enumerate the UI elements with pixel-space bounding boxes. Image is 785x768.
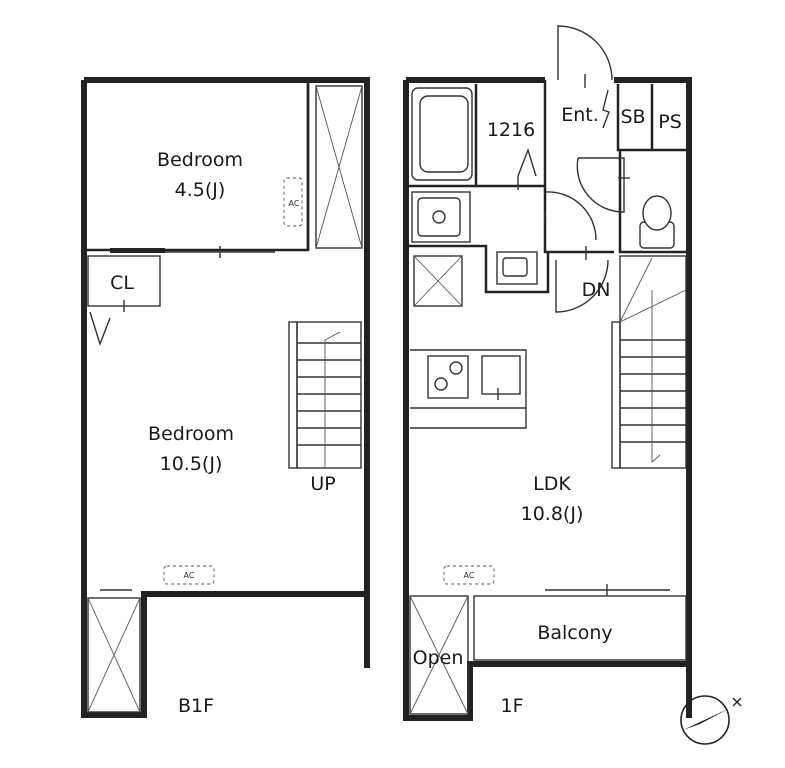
1f-floor — [403, 25, 692, 721]
stair-up-label: UP — [310, 473, 335, 495]
ldk-size: 10.8(J) — [521, 503, 584, 525]
entrance-door-swing — [557, 25, 613, 81]
staircase-b1f — [288, 321, 362, 469]
bedroom-small-name: Bedroom — [157, 149, 243, 171]
sliding-door — [110, 248, 165, 253]
balcony — [473, 595, 687, 661]
b1f-floor — [81, 77, 370, 718]
stove — [427, 355, 469, 399]
void-box — [315, 85, 363, 249]
ac-unit — [283, 177, 303, 227]
balcony-label: Balcony — [537, 622, 612, 644]
void-open-1f — [409, 595, 469, 715]
floor-label-1f: 1F — [500, 695, 523, 717]
ac-label: AC — [184, 571, 195, 580]
bath-unit-label: 1216 — [487, 119, 535, 141]
open-label: Open — [413, 647, 464, 669]
stair-down-label: DN — [582, 279, 611, 301]
floor-label-b1f: B1F — [178, 695, 214, 717]
kitchen-counter — [410, 349, 527, 429]
bedroom-large-size: 10.5(J) — [160, 453, 223, 475]
staircase-1f — [611, 255, 687, 469]
ldk-name: LDK — [533, 473, 571, 495]
void-lower-b1f — [87, 597, 141, 713]
void-square — [413, 255, 463, 307]
closet-door-swing — [89, 311, 111, 347]
ac-unit — [443, 565, 495, 585]
ac-label: AC — [464, 571, 475, 580]
bedroom-small-size: 4.5(J) — [175, 179, 226, 201]
shoe-box-label: SB — [620, 106, 645, 128]
kitchen-sink — [481, 355, 521, 395]
closet-label: CL — [110, 272, 134, 294]
entrance-label: Ent. — [561, 104, 599, 126]
ac-label: AC — [289, 199, 300, 208]
north-arrow-icon — [680, 695, 742, 745]
toilet-door-swing — [576, 157, 625, 213]
bathtub-inner — [419, 95, 469, 173]
ac-unit — [163, 565, 215, 585]
pipe-space-label: PS — [658, 111, 682, 133]
bedroom-large-name: Bedroom — [148, 423, 234, 445]
